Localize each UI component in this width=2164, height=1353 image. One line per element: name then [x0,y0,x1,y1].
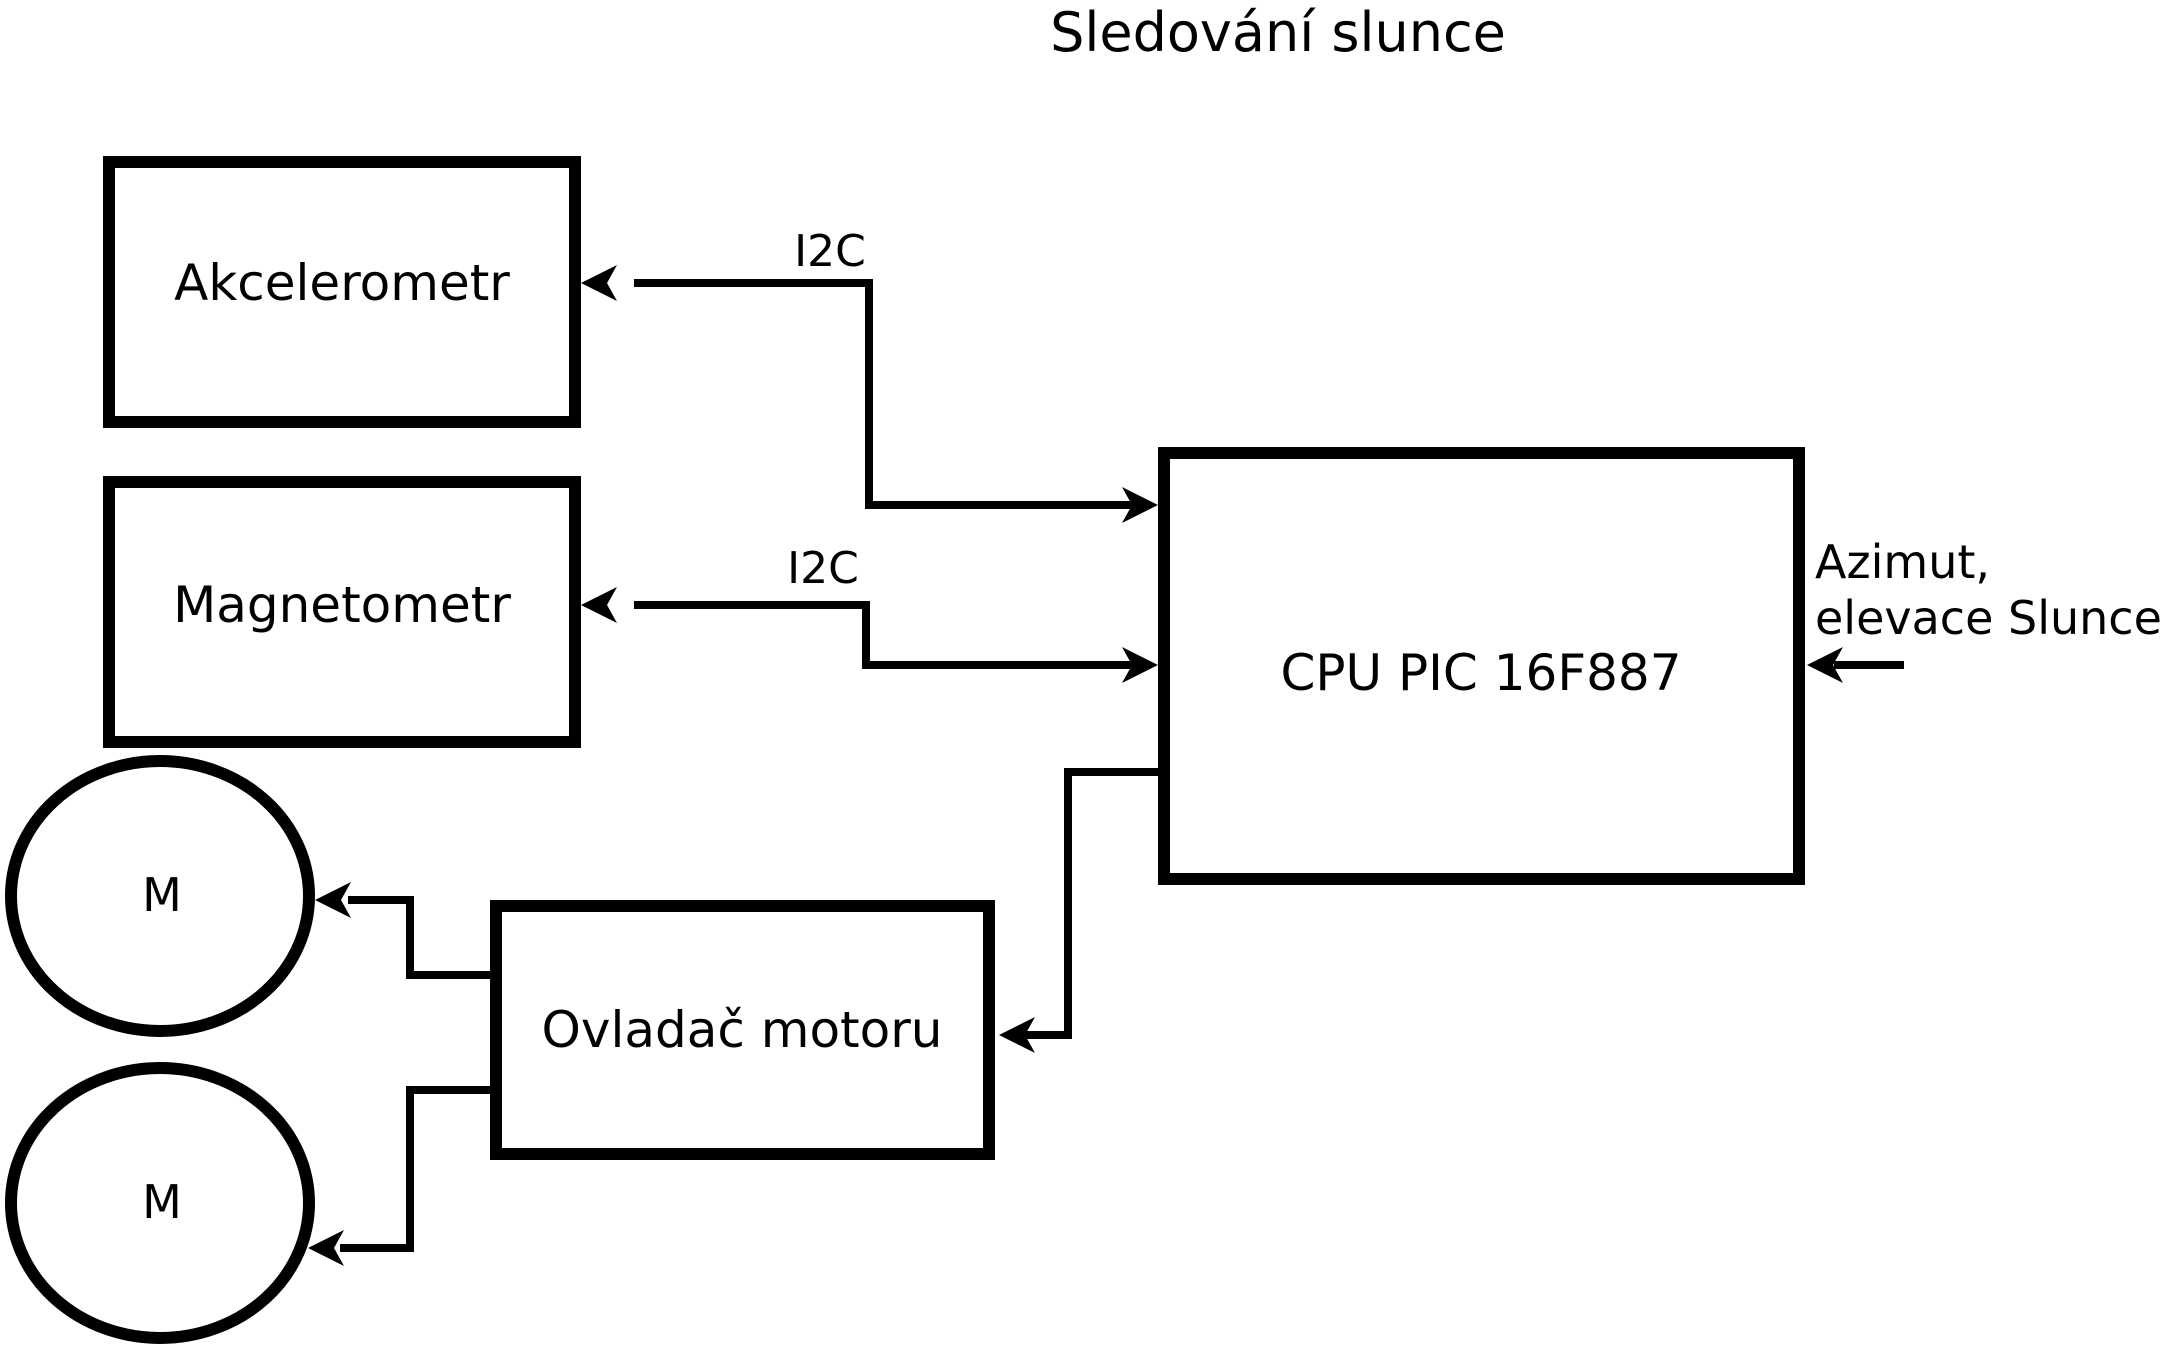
motor1-label: M [142,868,182,922]
accelerometer-label: Akcelerometr [174,254,510,312]
arrowhead-into-motor2-icon [308,1230,344,1266]
arrowhead-into-cpu-right-icon [1807,647,1843,683]
wire-i2c-magnetometer [634,601,1132,669]
i2c-label-magnetometer: I2C [787,543,859,594]
cpu-box [1158,447,1805,885]
wire-driver-to-motor1 [348,896,490,979]
motor-driver-box [490,900,995,1160]
magnetometer-box [103,476,581,748]
azimuth-label-line2: elevace Slunce [1815,591,2162,645]
arrowhead-into-cpu-top-icon [1122,487,1158,523]
wire-i2c-accelerometer [634,279,1132,509]
magnetometer-label: Magnetometr [173,576,511,634]
wire-driver-to-motor2 [340,1086,490,1252]
arrowhead-into-motor-driver-icon [999,1017,1035,1053]
arrowhead-into-magnetometer-icon [581,587,617,623]
azimuth-label-line1: Azimut, [1815,535,1990,589]
arrowhead-into-motor1-icon [315,882,351,918]
motor2-circle [5,1062,315,1344]
i2c-label-accelerometer: I2C [794,226,866,277]
cpu-label: CPU PIC 16F887 [1280,644,1681,702]
motor-driver-label: Ovladač motoru [542,1001,943,1059]
arrowhead-into-accelerometer-icon [581,265,617,301]
wire-cpu-to-motor-driver [1024,768,1158,1039]
accelerometer-box [103,156,581,428]
motor1-circle [5,755,315,1037]
motor2-label: M [142,1175,182,1229]
diagram-title: Sledování slunce [1050,1,1506,64]
arrowhead-into-cpu-middle-icon [1122,647,1158,683]
